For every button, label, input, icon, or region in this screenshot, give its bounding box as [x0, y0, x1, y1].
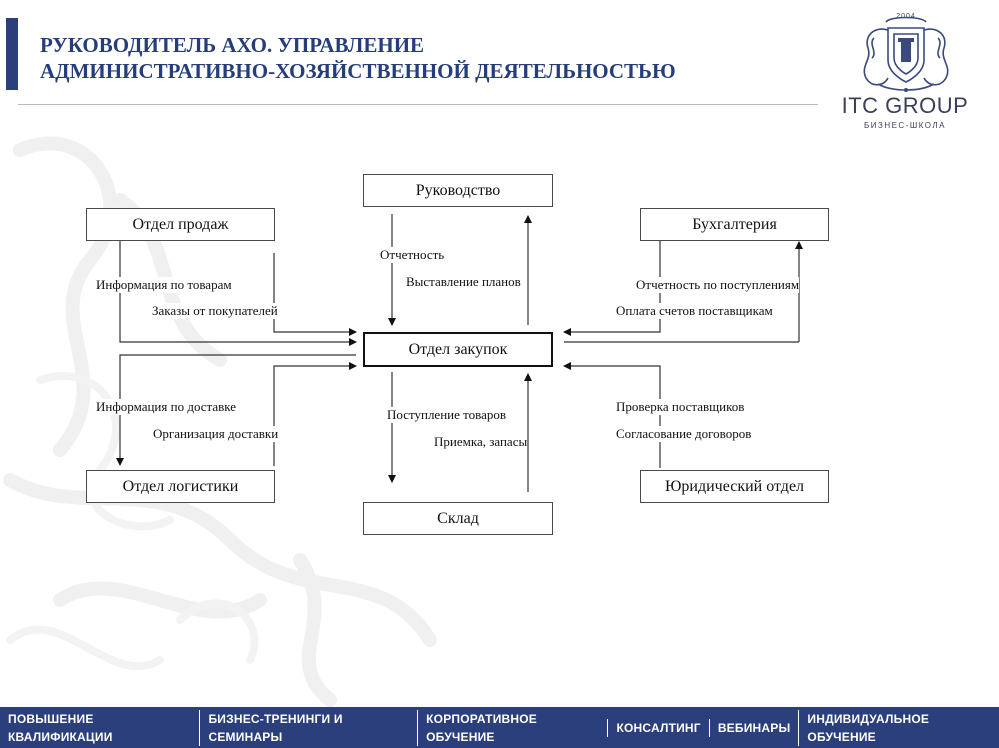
- page-title-line-1: РУКОВОДИТЕЛЬ АХО. УПРАВЛЕНИЕ: [40, 33, 425, 57]
- footer-item-corporate: КОРПОРАТИВНОЕ ОБУЧЕНИЕ: [417, 709, 607, 746]
- header-divider: [18, 104, 818, 105]
- node-purchasing: Отдел закупок: [363, 332, 553, 367]
- logo-year: 2004: [896, 13, 916, 20]
- edge-label-delivery-info: Информация по доставке: [96, 399, 237, 415]
- node-sales: Отдел продаж: [86, 208, 275, 241]
- node-warehouse: Склад: [363, 502, 553, 535]
- edge-label-product-info: Информация по товарам: [96, 277, 232, 293]
- edge-label-goods-receipt: Поступление товаров: [387, 407, 507, 423]
- page-title: РУКОВОДИТЕЛЬ АХО. УПРАВЛЕНИЕ АДМИНИСТРАТ…: [40, 32, 676, 84]
- node-logistics: Отдел логистики: [86, 470, 275, 503]
- edge-label-plans: Выставление планов: [406, 274, 521, 290]
- edge-label-delivery-org: Организация доставки: [153, 426, 279, 442]
- itc-group-crest-icon: 2004: [863, 13, 949, 92]
- footer-item-trainings: БИЗНЕС-ТРЕНИНГИ И СЕМИНАРЫ: [199, 709, 417, 746]
- footer-item-consulting: КОНСАЛТИНГ: [607, 718, 708, 737]
- logo-brand-name: ITC GROUP: [841, 93, 969, 118]
- title-accent-bar: [6, 18, 18, 90]
- edge-label-supplier-payments: Оплата счетов поставщикам: [616, 303, 773, 319]
- edge-label-customer-orders: Заказы от покупателей: [152, 303, 278, 319]
- edge-delivery-info: [116, 354, 356, 466]
- edge-product-info: [119, 241, 357, 346]
- edge-supplier-check: [563, 362, 661, 468]
- edge-customer-orders: [273, 253, 357, 336]
- edge-receipts-reporting: [563, 241, 661, 336]
- page-title-line-2: АДМИНИСТРАТИВНО-ХОЗЯЙСТВЕННОЙ ДЕЯТЕЛЬНОС…: [40, 59, 676, 83]
- footer-item-individual: ИНДИВИДУАЛЬНОЕ ОБУЧЕНИЕ: [798, 709, 999, 746]
- node-legal: Юридический отдел: [640, 470, 829, 503]
- edge-label-acceptance-stock: Приемка, запасы: [434, 434, 528, 450]
- logo-subtitle: БИЗНЕС-ШКОЛА: [863, 121, 946, 130]
- node-accounting: Бухгалтерия: [640, 208, 829, 241]
- node-management: Руководство: [363, 174, 553, 207]
- edge-label-reporting: Отчетность: [380, 247, 445, 263]
- edge-delivery-org: [273, 362, 357, 466]
- edge-label-receipts-reporting: Отчетность по поступлениям: [636, 277, 800, 293]
- footer-item-webinars: ВЕБИНАРЫ: [708, 718, 799, 737]
- footer-bar: ПОВЫШЕНИЕ КВАЛИФИКАЦИИ БИЗНЕС-ТРЕНИНГИ И…: [0, 707, 999, 748]
- edge-label-contract-approval: Согласование договоров: [616, 426, 752, 442]
- footer-item-qualification: ПОВЫШЕНИЕ КВАЛИФИКАЦИИ: [8, 711, 113, 744]
- edge-label-supplier-check: Проверка поставщиков: [616, 399, 745, 415]
